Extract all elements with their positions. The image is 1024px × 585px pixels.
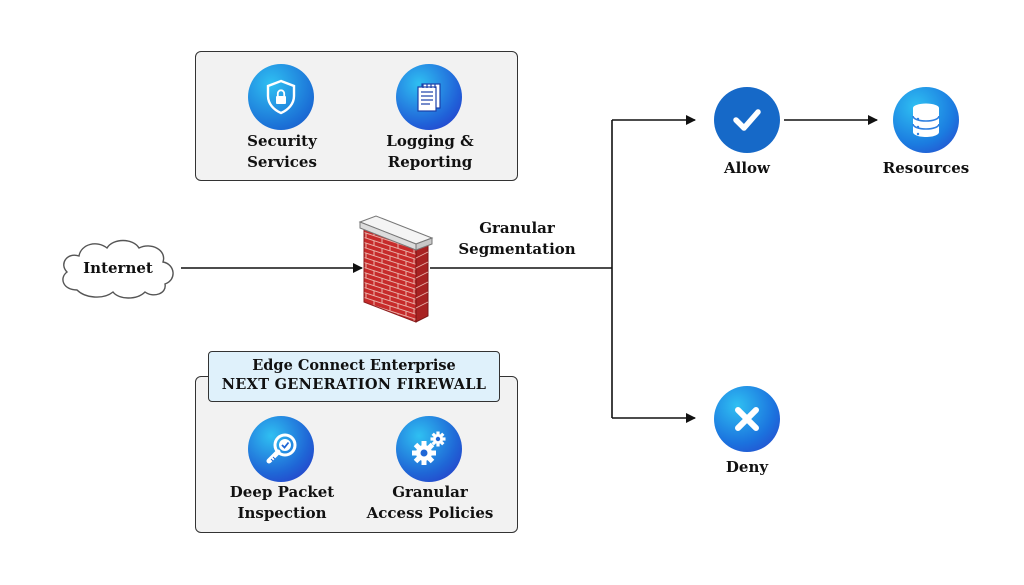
allow-check-icon [714,87,780,153]
edge-connect-banner: Edge Connect Enterprise NEXT GENERATION … [208,351,500,402]
logging-reporting-label: Logging & Reporting [386,132,474,171]
access-policies-label: Granular Access Policies [366,483,494,522]
logging-reporting-icon [396,64,462,130]
banner-subtitle: NEXT GENERATION FIREWALL [221,376,487,393]
deny-x-icon [714,386,780,452]
deny-label: Deny [725,458,769,476]
access-policies-gears-icon [396,416,462,482]
deep-packet-inspection-label: Deep Packet Inspection [229,483,335,522]
deep-packet-inspection-icon [248,416,314,482]
granular-segmentation-label: Granular Segmentation [458,219,576,258]
security-services-icon [248,64,314,130]
firewall-brick-wall-icon [358,215,434,323]
allow-label: Allow [724,159,770,177]
top-services-panel [195,51,518,181]
resources-label: Resources [882,159,970,177]
security-services-label: Security Services [247,132,317,171]
internet-label: Internet [83,259,153,277]
resources-database-icon [893,87,959,153]
internet-cloud-icon [62,239,174,299]
banner-title: Edge Connect Enterprise [252,357,456,374]
